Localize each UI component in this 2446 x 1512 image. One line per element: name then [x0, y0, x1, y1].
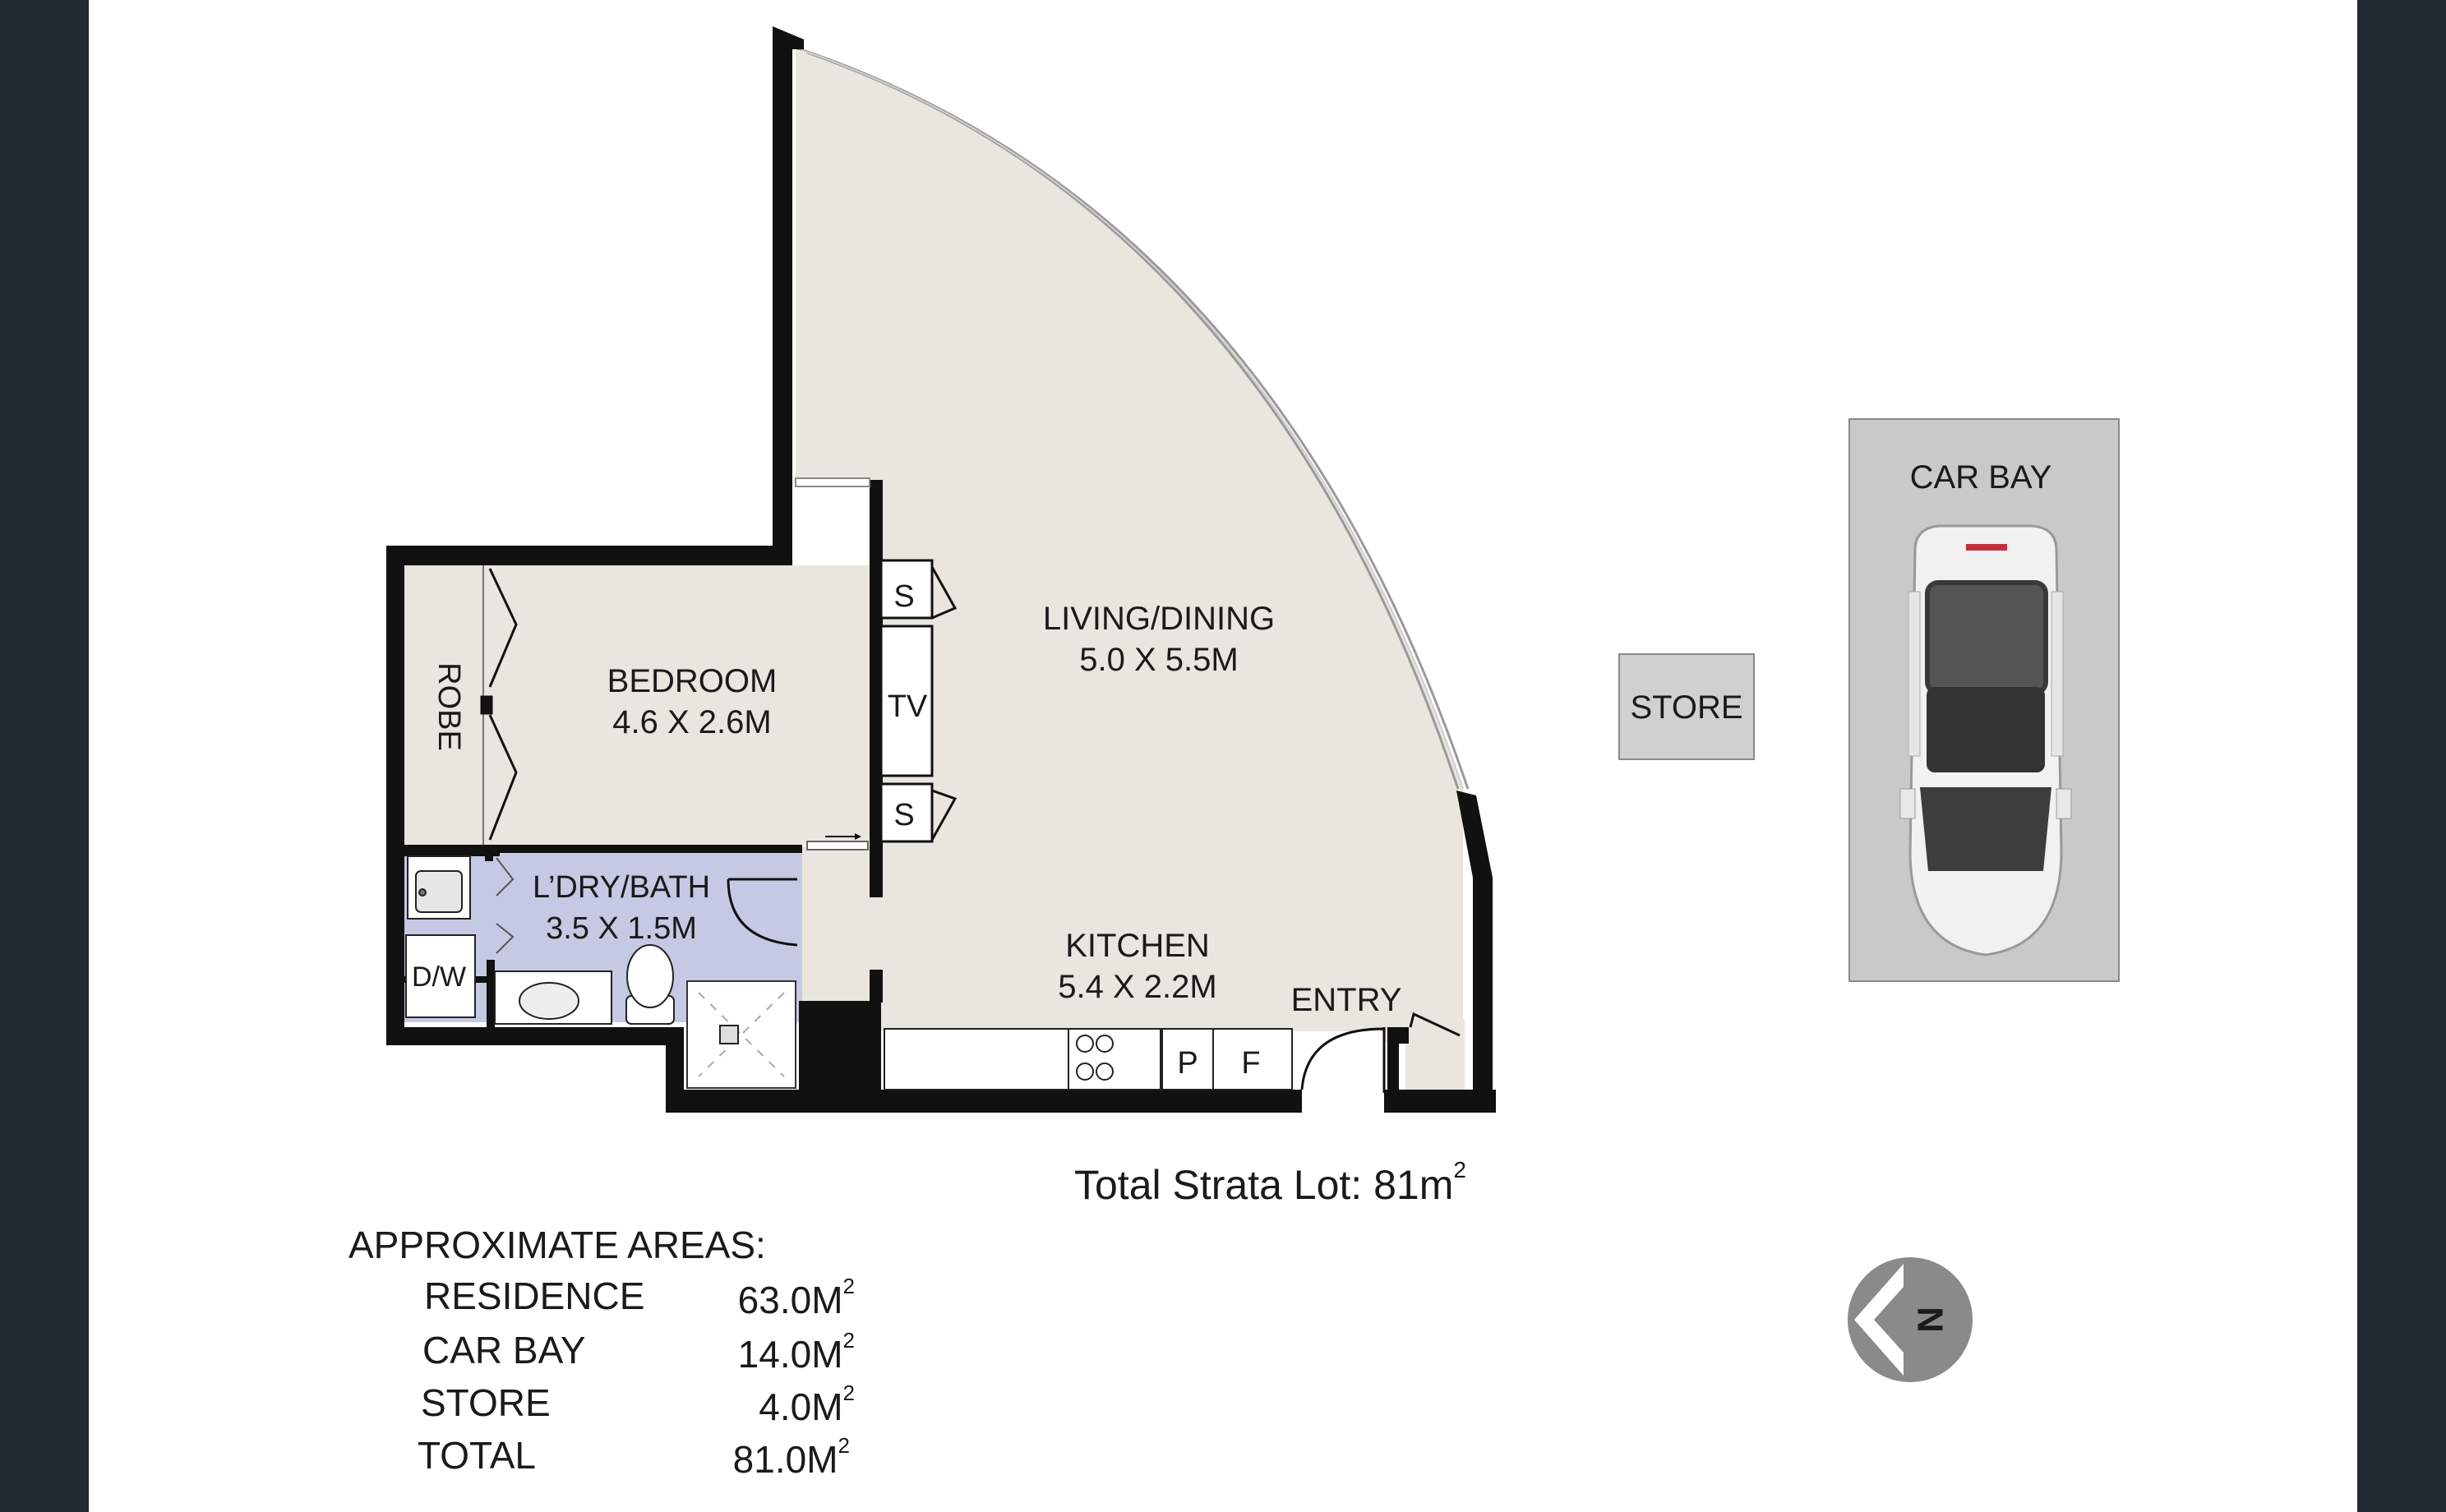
store-box	[1618, 653, 1755, 760]
storage-tv-unit	[879, 559, 958, 843]
laundry-bath-size: 3.5 X 1.5M	[546, 911, 697, 946]
robe-label: ROBE	[432, 662, 466, 751]
area-row-store: STORE 4.0M2	[421, 1381, 855, 1428]
left-margin-bar	[0, 0, 89, 1512]
dishwasher-label: D/W	[412, 961, 466, 993]
kitchen-label: KITCHEN	[1065, 928, 1210, 964]
area-name: STORE	[421, 1381, 551, 1424]
entry-label: ENTRY	[1291, 982, 1402, 1018]
living-dining-size: 5.0 X 5.5M	[1079, 642, 1238, 678]
area-row-car-bay: CAR BAY 14.0M2	[422, 1328, 855, 1376]
total-strata-text: Total Strata Lot: 81m	[1074, 1162, 1454, 1208]
compass-north-letter: N	[1911, 1307, 1951, 1333]
storage-bottom-label: S	[893, 798, 914, 832]
area-name: TOTAL	[418, 1434, 536, 1477]
area-row-total: TOTAL 81.0M2	[418, 1433, 850, 1481]
living-floor	[796, 49, 1463, 1042]
entry-store-floor	[1405, 1019, 1465, 1093]
area-value: 63.0M2	[737, 1274, 855, 1321]
car-icon	[1899, 524, 2072, 957]
laundry-bath-label: L’DRY/BATH	[533, 870, 710, 905]
entry-door	[1300, 1027, 1386, 1113]
kitchen-bench	[884, 1028, 1293, 1090]
corridor-floor	[802, 846, 876, 1003]
total-strata-lot: Total Strata Lot: 81m2	[1074, 1157, 1466, 1209]
total-strata-superscript: 2	[1453, 1157, 1466, 1182]
area-value: 4.0M2	[759, 1381, 855, 1428]
living-dining-label: LIVING/DINING	[1043, 601, 1275, 637]
bedroom-size: 4.6 X 2.6M	[612, 704, 771, 740]
north-compass	[1848, 1257, 1973, 1382]
area-row-residence: RESIDENCE 63.0M2	[424, 1274, 855, 1321]
entry-cupboard-door	[1409, 1012, 1461, 1037]
car-bay-label: CAR BAY	[1910, 459, 2052, 496]
bedroom-label: BEDROOM	[607, 663, 778, 699]
approximate-areas-heading: APPROXIMATE AREAS:	[348, 1224, 766, 1266]
bath-sliding-door	[806, 833, 869, 850]
shower-floor	[686, 980, 796, 1089]
fridge-label: F	[1241, 1046, 1260, 1081]
area-value: 14.0M2	[737, 1328, 855, 1376]
area-value: 81.0M2	[732, 1433, 850, 1481]
robe-doors	[480, 565, 518, 845]
area-name: RESIDENCE	[424, 1275, 645, 1317]
kitchen-size: 5.4 X 2.2M	[1058, 969, 1216, 1005]
area-name: CAR BAY	[422, 1329, 586, 1371]
pantry-label: P	[1177, 1046, 1198, 1081]
tv-label: TV	[888, 689, 928, 724]
storage-top-label: S	[893, 579, 914, 614]
right-margin-bar	[2357, 0, 2446, 1512]
laundry-fixtures	[405, 855, 798, 1077]
store-label: STORE	[1630, 689, 1742, 726]
bedroom-window	[795, 477, 870, 487]
